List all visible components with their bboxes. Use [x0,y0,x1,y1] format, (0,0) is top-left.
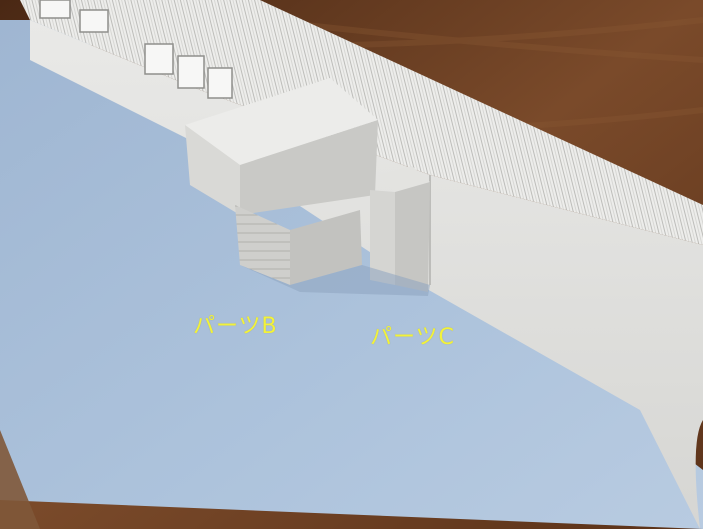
ground-shadow [240,265,430,296]
wall-face [30,20,703,529]
part-b-top [185,78,378,165]
part-c-top [378,166,430,192]
part-b-lower-front [235,205,290,285]
paper-edge-left [0,430,40,529]
part-c-front [370,190,395,285]
windows [39,0,233,99]
part-c-label: パーツC [370,325,455,350]
part-c-side [395,182,430,292]
part-b-front [185,125,240,215]
part-b-lower-side [290,210,362,285]
part-b-label: パーツB [193,314,278,339]
part-b-side [240,120,378,215]
